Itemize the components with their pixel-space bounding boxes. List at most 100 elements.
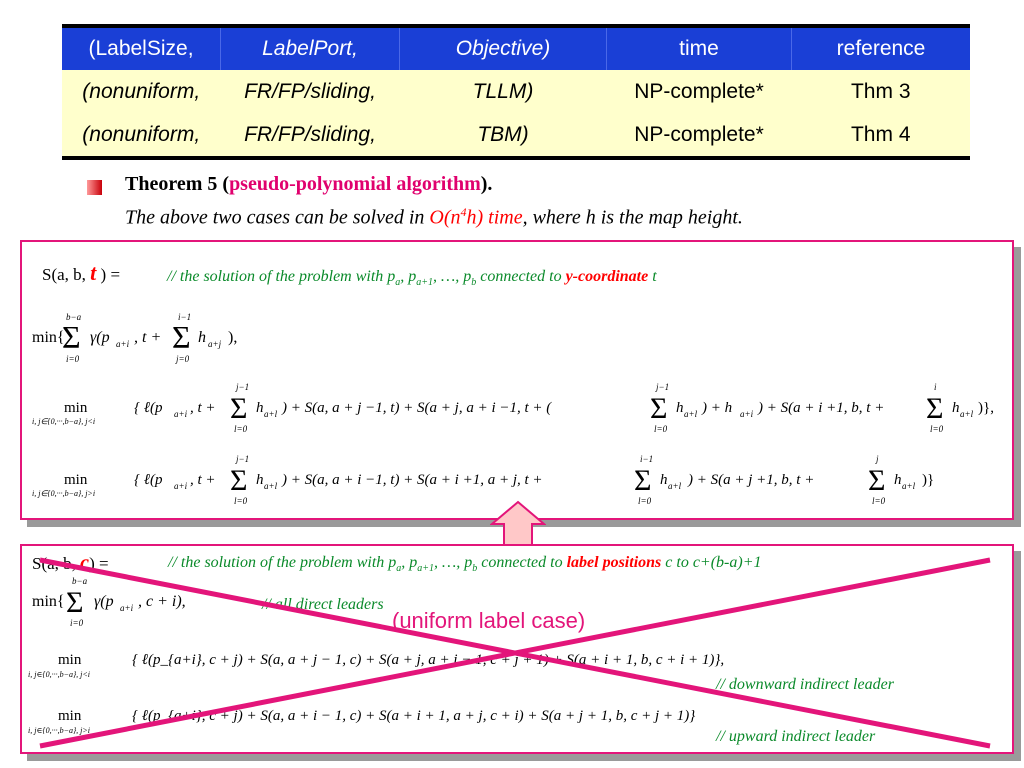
svg-text:),: ), xyxy=(228,329,237,346)
table-cell: (nonuniform, xyxy=(82,123,201,146)
svg-text:i−1: i−1 xyxy=(640,454,653,464)
svg-text:a+i: a+i xyxy=(740,409,754,419)
recurrence-line-2: min i, j∈{0,···,b−a}, j<i { ℓ(p a+i , t … xyxy=(28,382,1008,443)
svg-text:Σ: Σ xyxy=(66,586,83,619)
svg-text:)}: )} xyxy=(922,472,934,488)
svg-text:j−1: j−1 xyxy=(235,382,249,392)
svg-text:a+l: a+l xyxy=(902,481,916,491)
svg-text:h: h xyxy=(894,472,902,488)
svg-text:b−a: b−a xyxy=(72,576,88,586)
recurrence-box-general: S(a, b, t ) = // the solution of the pro… xyxy=(20,240,1014,520)
svg-text:l=0: l=0 xyxy=(930,424,944,434)
svg-text:Σ: Σ xyxy=(650,392,667,425)
table-cell: NP-complete* xyxy=(634,123,764,146)
svg-text:l=0: l=0 xyxy=(234,496,248,506)
table-cell: FR/FP/sliding, xyxy=(244,80,376,103)
formula-direct-leaders: min{ b−a Σ i=0 γ(p a+i , c + i), xyxy=(32,576,186,628)
svg-text:γ(p: γ(p xyxy=(90,329,110,346)
definition-comment: // the solution of the problem with pa, … xyxy=(168,554,762,575)
svg-text:j−1: j−1 xyxy=(235,454,249,464)
svg-text:a+i: a+i xyxy=(174,481,188,491)
table-cell: TBM) xyxy=(477,123,529,146)
svg-text:) + S(a + j +1, b, t +: ) + S(a + j +1, b, t + xyxy=(687,472,814,488)
svg-text:{ ℓ(p: { ℓ(p xyxy=(134,472,163,488)
svg-text:j: j xyxy=(875,454,879,464)
svg-text:h: h xyxy=(952,400,960,416)
svg-text:h: h xyxy=(256,472,264,488)
recurrence-line-3: min i, j∈{0,···,b−a}, j>i { ℓ(p a+i , t … xyxy=(28,454,988,515)
svg-text:a+i: a+i xyxy=(174,409,188,419)
svg-text:, t +: , t + xyxy=(134,329,161,346)
svg-text:) + S(a, a + j −1, t) + S(a +: ) + S(a, a + j −1, t) + S(a + j, a + i −… xyxy=(281,400,552,416)
definition-comment: // the solution of the problem with pa, … xyxy=(167,268,657,289)
table-cell: TLLM) xyxy=(472,80,534,103)
svg-text:i: i xyxy=(934,382,937,392)
svg-text:Σ: Σ xyxy=(62,319,81,355)
table-cell: FR/FP/sliding, xyxy=(244,123,376,146)
recurrence-line-1: min{ b−a Σ i=0 γ(p a+i , t + i−1 Σ j=0 h… xyxy=(32,310,292,371)
recurrence-box-uniform: S(a, b, c) = // the solution of the prob… xyxy=(20,544,1014,754)
svg-text:a+i: a+i xyxy=(120,603,134,613)
header-cell: (LabelSize, xyxy=(62,26,221,70)
uniform-label-case-note: (uniform label case) xyxy=(392,608,586,633)
svg-text:γ(p: γ(p xyxy=(94,593,114,610)
svg-text:, t +: , t + xyxy=(190,472,216,488)
svg-text:a+l: a+l xyxy=(264,481,278,491)
table-cell: NP-complete* xyxy=(634,80,764,103)
svg-text:a+l: a+l xyxy=(684,409,698,419)
svg-text:Σ: Σ xyxy=(172,319,191,355)
line2-comment: // downward indirect leader xyxy=(716,676,894,693)
header-cell: time xyxy=(606,26,792,70)
svg-text:, c + i),: , c + i), xyxy=(138,593,186,610)
svg-text:h: h xyxy=(660,472,668,488)
svg-text:h: h xyxy=(198,329,206,346)
svg-text:a+l: a+l xyxy=(264,409,278,419)
svg-text:min: min xyxy=(64,400,88,416)
svg-text:j=0: j=0 xyxy=(175,354,190,364)
svg-text:a+l: a+l xyxy=(668,481,682,491)
bullet-icon xyxy=(87,180,102,195)
svg-text:min{: min{ xyxy=(32,593,65,610)
formula-downward-case: min i, j∈{0,···,b−a}, j<i { ℓ(p a+i , t … xyxy=(32,382,994,434)
header-cell: reference xyxy=(836,37,926,60)
svg-text:l=0: l=0 xyxy=(638,496,652,506)
formula-base-case: min{ b−a Σ i=0 γ(p a+i , t + i−1 Σ j=0 h… xyxy=(32,312,237,364)
svg-text:)},: )}, xyxy=(978,400,994,416)
table-header-row: (LabelSize, LabelPort, Objective) time r… xyxy=(62,26,970,70)
svg-text:l=0: l=0 xyxy=(234,424,248,434)
complexity-table: (LabelSize, LabelPort, Objective) time r… xyxy=(62,24,970,160)
svg-text:i=0: i=0 xyxy=(66,354,80,364)
svg-text:a+i: a+i xyxy=(116,339,130,349)
svg-text:l=0: l=0 xyxy=(872,496,886,506)
svg-text:min: min xyxy=(64,472,88,488)
table-cell: Thm 3 xyxy=(850,80,911,103)
svg-text:Σ: Σ xyxy=(230,464,247,497)
table-row: (nonuniform, FR/FP/sliding, TBM) NP-comp… xyxy=(62,114,970,158)
svg-text:{ ℓ(p: { ℓ(p xyxy=(134,400,163,416)
svg-text:j−1: j−1 xyxy=(655,382,669,392)
svg-text:i, j∈{0,···,b−a}, j<i: i, j∈{0,···,b−a}, j<i xyxy=(32,417,95,426)
svg-text:b−a: b−a xyxy=(66,312,82,322)
svg-text:a+l: a+l xyxy=(960,409,974,419)
formula-upward-case: min i, j∈{0,···,b−a}, j>i { ℓ(p a+i , t … xyxy=(32,454,934,506)
svg-text:i, j∈{0,···,b−a}, j>i: i, j∈{0,···,b−a}, j>i xyxy=(32,489,95,498)
line3-comment: // upward indirect leader xyxy=(716,728,876,745)
svg-text:i−1: i−1 xyxy=(178,312,191,322)
svg-text:) + h: ) + h xyxy=(701,400,732,416)
svg-text:) + S(a, a + i −1, t) + S(a +: ) + S(a, a + i −1, t) + S(a + i +1, a + … xyxy=(281,472,543,488)
svg-text:Σ: Σ xyxy=(926,392,943,425)
table-cell: Thm 4 xyxy=(850,123,911,146)
header-cell: Objective) xyxy=(399,26,607,70)
svg-text:l=0: l=0 xyxy=(654,424,668,434)
theorem-title: Theorem 5 (pseudo-polynomial algorithm). xyxy=(125,173,493,195)
line1-comment: // all direct leaders xyxy=(262,596,384,613)
definition-line: S(a, b, c) = xyxy=(32,552,109,574)
svg-text:Σ: Σ xyxy=(868,464,885,497)
svg-text:, t +: , t + xyxy=(190,400,216,416)
svg-text:h: h xyxy=(256,400,264,416)
table-cell: (nonuniform, xyxy=(82,80,201,103)
svg-text:a+j: a+j xyxy=(208,339,222,349)
svg-text:Σ: Σ xyxy=(230,392,247,425)
recurrence-line-1: min{ b−a Σ i=0 γ(p a+i , c + i), xyxy=(32,576,252,637)
svg-text:min{: min{ xyxy=(32,329,65,346)
